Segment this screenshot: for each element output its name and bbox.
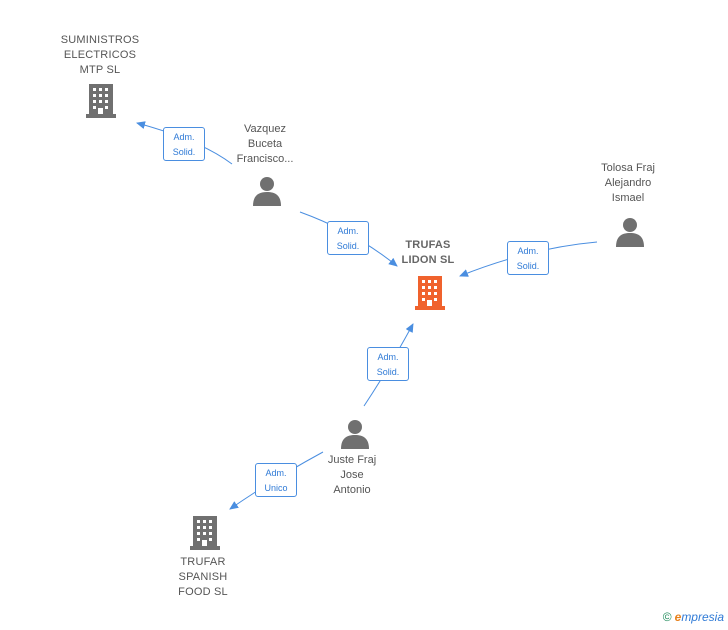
node-label-line: MTP SL bbox=[79, 64, 121, 76]
node-label-line: Tolosa Fraj bbox=[601, 162, 655, 174]
edge-label-line: Adm. bbox=[337, 226, 359, 236]
node-label-suministros: SUMINISTROS ELECTRICOS MTP SL bbox=[50, 33, 150, 78]
copyright-icon: © bbox=[662, 610, 672, 624]
brand-name: mpresia bbox=[681, 610, 724, 624]
node-label-line: Buceta bbox=[247, 138, 283, 150]
node-label-line: FOOD SL bbox=[178, 586, 228, 598]
building-icon-suministros bbox=[86, 84, 116, 118]
node-label-line: SUMINISTROS bbox=[60, 34, 140, 46]
empresia-watermark: ©empresia bbox=[663, 610, 724, 624]
node-label-line: Antonio bbox=[333, 484, 371, 496]
node-label-juste: Juste Fraj Jose Antonio bbox=[302, 453, 402, 498]
edge-label-line: Adm. bbox=[517, 246, 539, 256]
edge-label-vazquez-suministros[interactable]: Adm. Solid. bbox=[163, 127, 205, 161]
edge-label-juste-trufar[interactable]: Adm. Unico bbox=[255, 463, 297, 497]
node-label-line: LIDON SL bbox=[401, 254, 455, 266]
edge-label-line: Solid. bbox=[376, 367, 400, 377]
node-label-line: Francisco... bbox=[236, 153, 294, 165]
node-label-line: SPANISH bbox=[178, 571, 228, 583]
node-label-line: TRUFAS bbox=[405, 239, 451, 251]
node-label-trufas: TRUFAS LIDON SL bbox=[378, 238, 478, 268]
node-label-line: ELECTRICOS bbox=[63, 49, 137, 61]
building-icon-trufas bbox=[415, 276, 445, 310]
node-label-line: Alejandro bbox=[604, 177, 652, 189]
node-label-line: TRUFAR bbox=[180, 556, 226, 568]
edge-label-line: Adm. bbox=[173, 132, 195, 142]
node-label-trufar: TRUFAR SPANISH FOOD SL bbox=[153, 555, 253, 600]
node-label-line: Ismael bbox=[611, 192, 645, 204]
node-label-line: Juste Fraj bbox=[327, 454, 377, 466]
node-label-tolosa: Tolosa Fraj Alejandro Ismael bbox=[578, 161, 678, 206]
node-label-line: Jose bbox=[340, 469, 364, 481]
building-icon-trufar bbox=[190, 516, 220, 550]
person-icon-juste bbox=[341, 420, 369, 449]
node-label-line: Vazquez bbox=[244, 123, 286, 135]
edge-label-line: Solid. bbox=[516, 261, 540, 271]
edge-label-tolosa-trufas[interactable]: Adm. Solid. bbox=[507, 241, 549, 275]
brand-initial: e bbox=[674, 610, 682, 624]
edge-label-line: Unico bbox=[264, 483, 288, 493]
edge-label-line: Adm. bbox=[377, 352, 399, 362]
edge-label-line: Solid. bbox=[336, 241, 360, 251]
edge-label-juste-trufas[interactable]: Adm. Solid. bbox=[367, 347, 409, 381]
edge-label-line: Solid. bbox=[172, 147, 196, 157]
edge-label-vazquez-trufas[interactable]: Adm. Solid. bbox=[327, 221, 369, 255]
node-label-vazquez: Vazquez Buceta Francisco... bbox=[215, 122, 315, 167]
person-icon-vazquez bbox=[253, 177, 281, 206]
person-icon-tolosa bbox=[616, 218, 644, 247]
edge-label-line: Adm. bbox=[265, 468, 287, 478]
